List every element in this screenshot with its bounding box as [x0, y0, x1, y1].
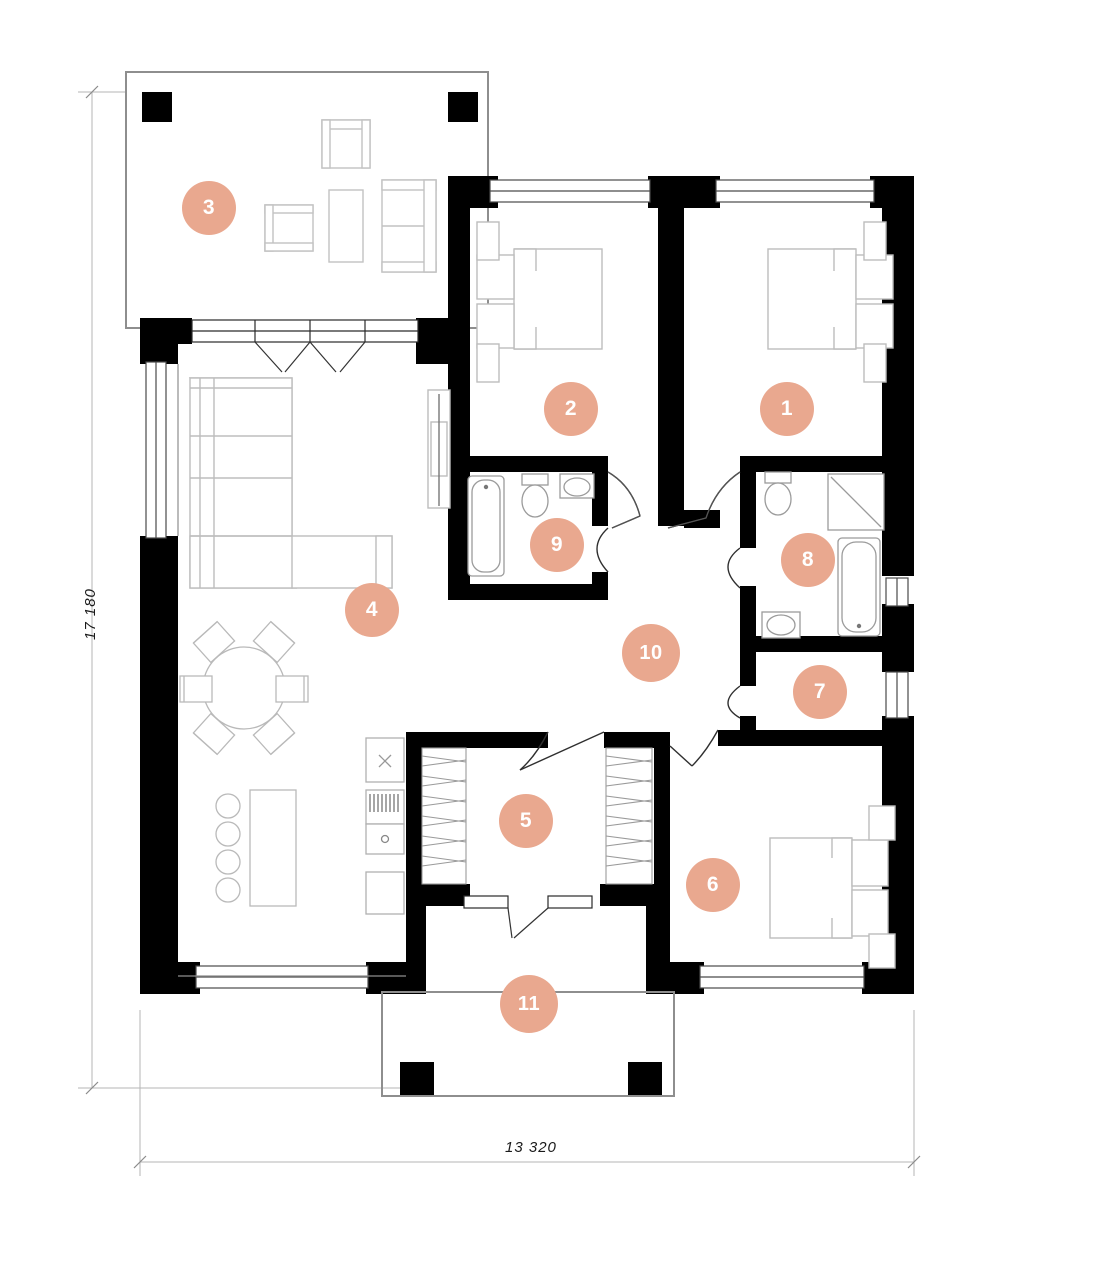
- room-badge-11[interactable]: 11: [500, 975, 558, 1033]
- dimension-lines: [78, 85, 921, 1176]
- room-badge-9[interactable]: 9: [530, 518, 584, 572]
- bedroom-6-furniture: [769, 805, 896, 969]
- interior-walls: [400, 176, 888, 1096]
- room-badge-10[interactable]: 10: [622, 624, 680, 682]
- hallway-outline: [607, 471, 741, 529]
- living-room-furniture: [188, 377, 451, 589]
- bathroom-8-fixtures: [761, 471, 885, 639]
- room-badge-4[interactable]: 4: [345, 583, 399, 637]
- room-badge-3[interactable]: 3: [182, 181, 236, 235]
- terrace-furniture: [264, 119, 437, 273]
- wardrobe-hanging-rails: [421, 747, 653, 885]
- kitchen-counter: [365, 737, 405, 915]
- room-badge-6[interactable]: 6: [686, 858, 740, 912]
- bathroom-9-fixtures: [467, 473, 595, 577]
- bedroom-1-furniture: [767, 221, 894, 383]
- room-badge-7[interactable]: 7: [793, 665, 847, 719]
- entrance-door: [463, 895, 593, 939]
- room-badge-8[interactable]: 8: [781, 533, 835, 587]
- living-room-outline: [177, 364, 406, 977]
- room-badge-1[interactable]: 1: [760, 382, 814, 436]
- windows: [145, 179, 909, 989]
- room-badge-5[interactable]: 5: [499, 794, 553, 848]
- dining-set: [179, 620, 309, 756]
- kitchen-island: [215, 789, 297, 907]
- bedroom-2-furniture: [476, 221, 603, 383]
- terrace-sliding-doors: [191, 319, 419, 373]
- room-badge-2[interactable]: 2: [544, 382, 598, 436]
